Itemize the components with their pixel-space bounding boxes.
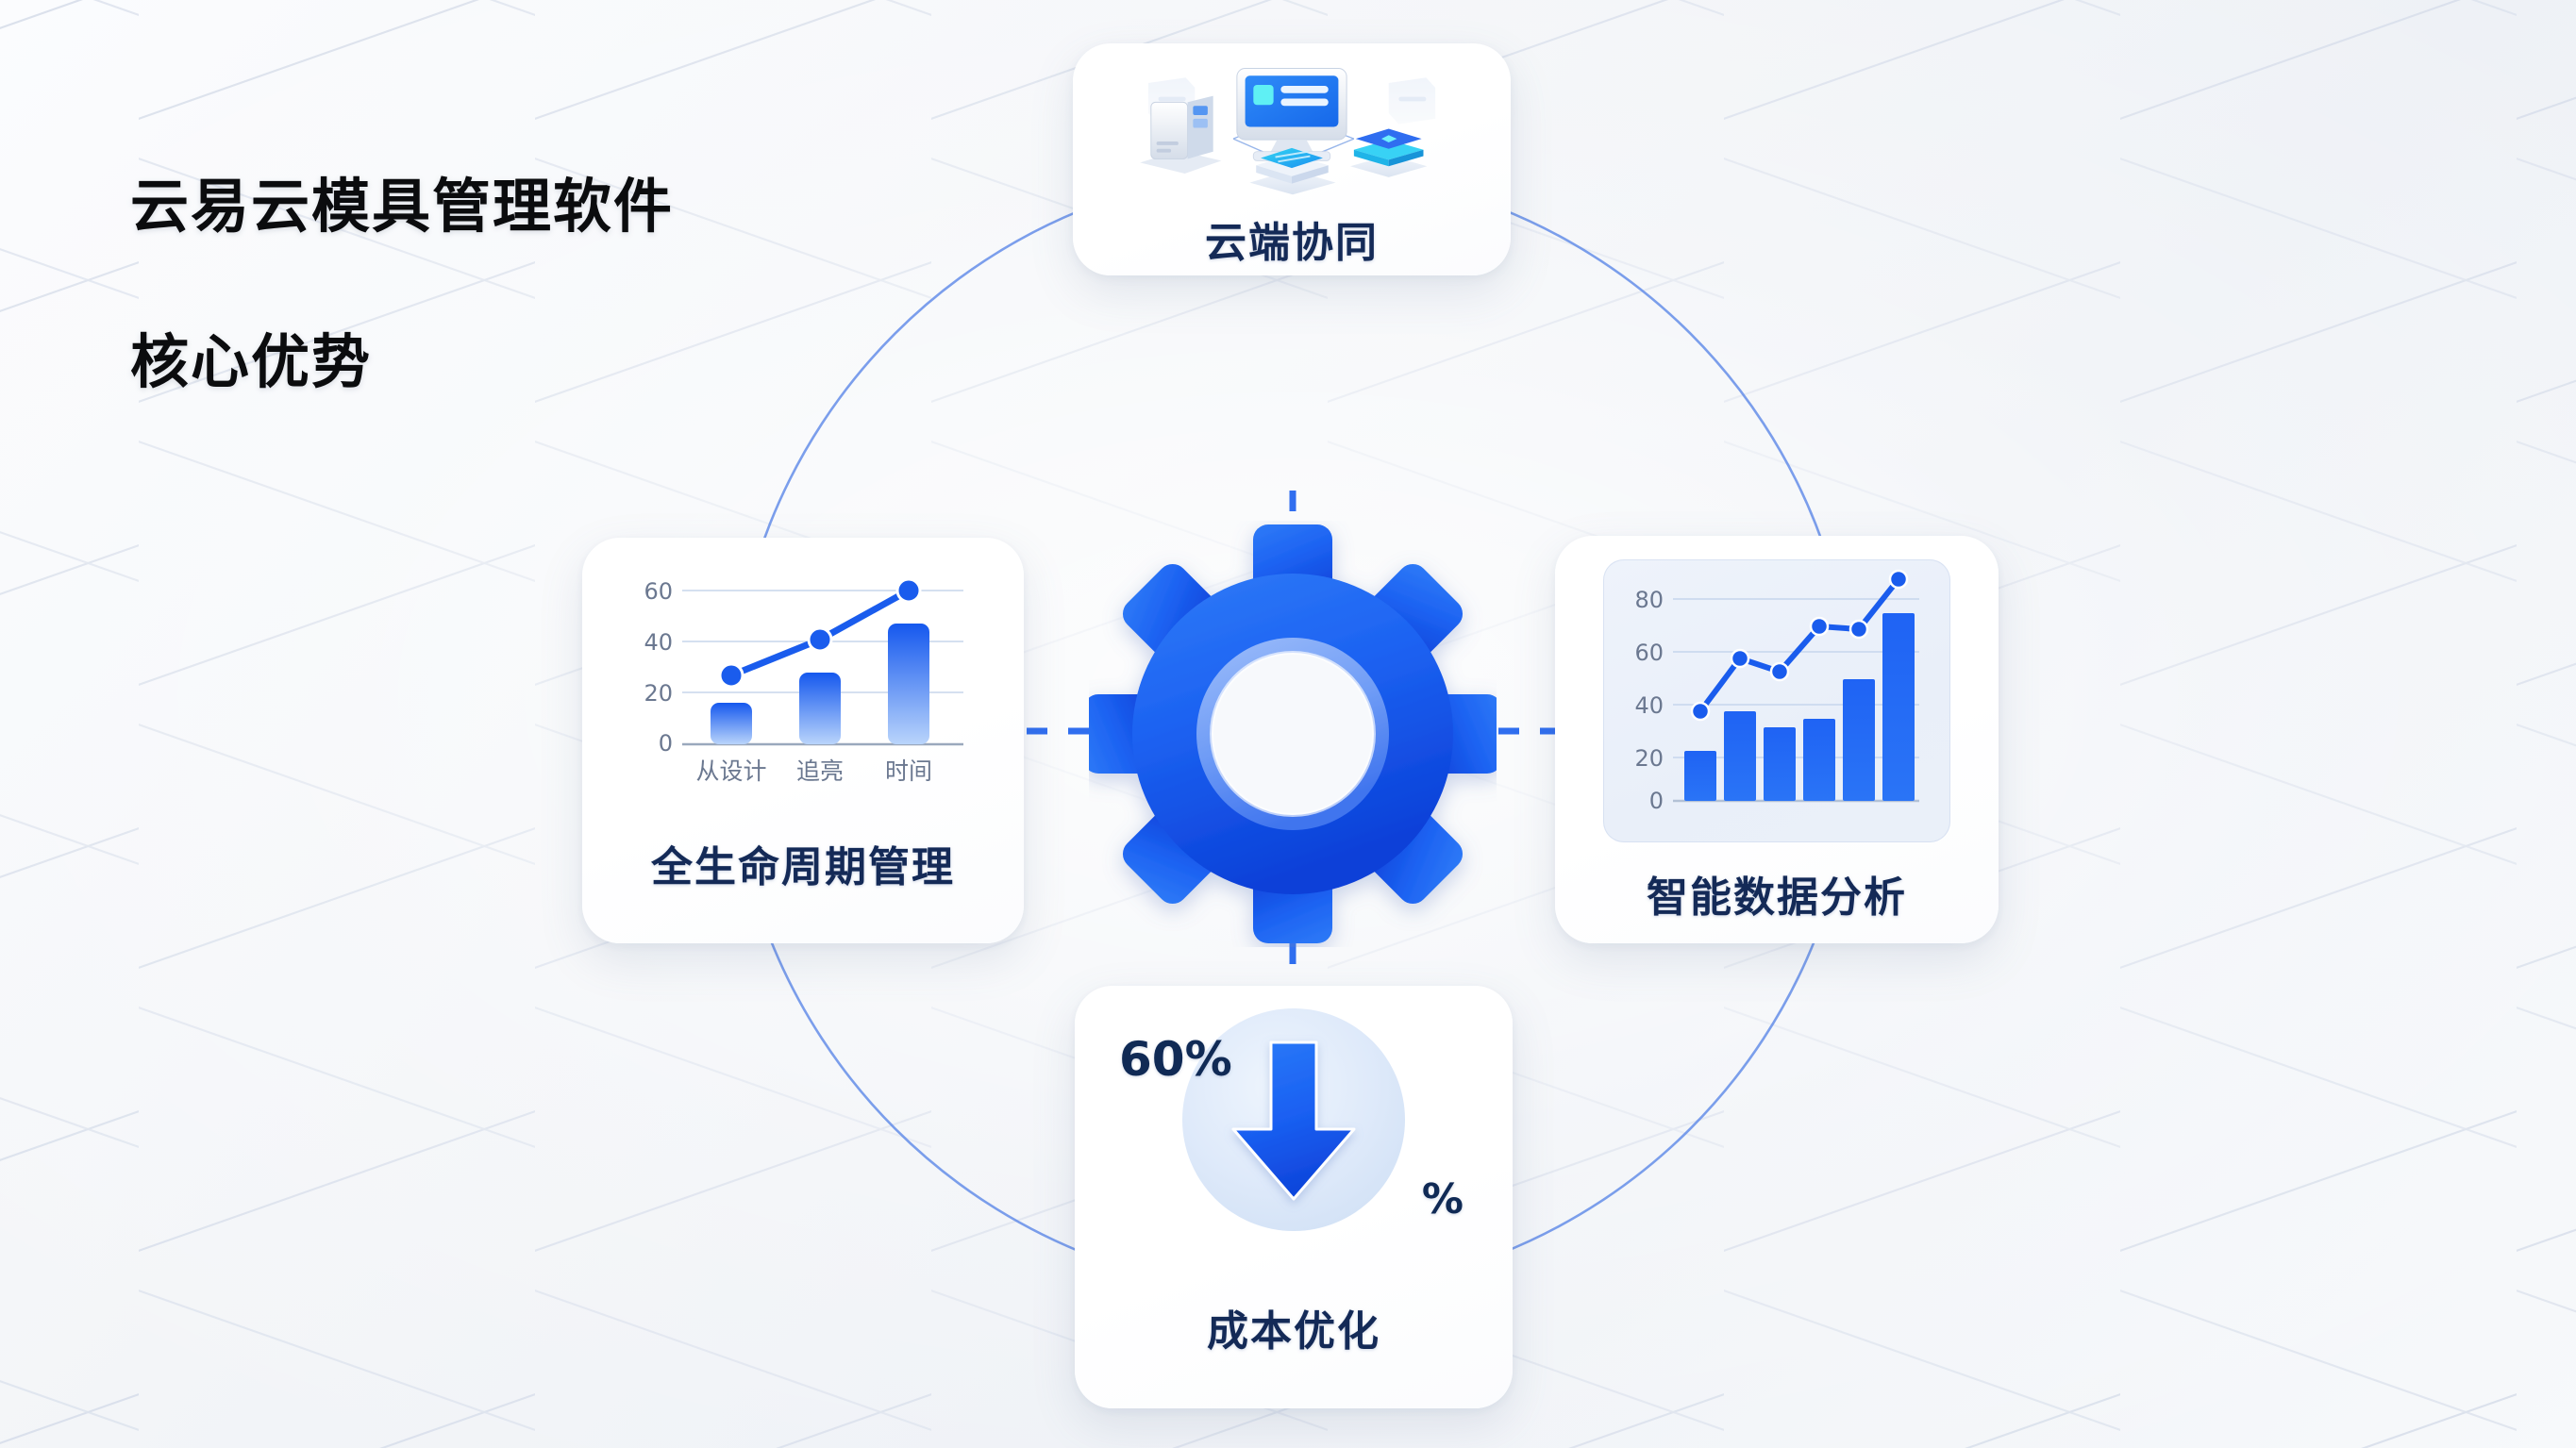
lifecycle-bar-line-chart: 60 40 20 0 从设计 追亮 时间 — [644, 577, 963, 785]
svg-text:40: 40 — [644, 629, 673, 656]
cloud-network-illustration — [1140, 68, 1436, 195]
svg-text:0: 0 — [1649, 788, 1664, 814]
analytics-bar-line-chart: 80 60 40 20 0 — [1603, 559, 1950, 842]
card-label-analytics: 智能数据分析 — [1647, 874, 1907, 922]
card-lifecycle-management[interactable]: 60 40 20 0 从设计 追亮 时间 — [582, 538, 1024, 943]
card-cost-optimization[interactable]: 60% % — [1075, 986, 1513, 1408]
gear-icon — [1089, 524, 1497, 943]
page-title-line-1: 云易云模具管理软件 — [130, 172, 675, 241]
svg-text:20: 20 — [1634, 745, 1664, 772]
svg-text:从设计: 从设计 — [695, 757, 766, 785]
card-label-cost: 成本优化 — [1207, 1307, 1380, 1356]
cost-arrow-art: 60% % — [1075, 990, 1513, 1291]
svg-text:60: 60 — [1634, 640, 1664, 666]
page-title: 云易云模具管理软件 核心优势 — [130, 91, 674, 479]
svg-text:80: 80 — [1634, 587, 1664, 613]
card-cloud-collaboration[interactable]: 云端协同 — [1073, 43, 1511, 275]
page-title-line-2: 核心优势 — [130, 327, 373, 397]
card-data-analytics[interactable]: 80 60 40 20 0 — [1555, 536, 1999, 943]
svg-text:40: 40 — [1634, 692, 1664, 719]
svg-text:60: 60 — [644, 578, 673, 605]
card-label-cloud: 云端协同 — [1205, 219, 1379, 267]
svg-text:20: 20 — [644, 680, 673, 707]
card-label-lifecycle: 全生命周期管理 — [651, 843, 955, 891]
percent-label-bottom: % — [1421, 1175, 1464, 1223]
down-arrow-circle-icon — [1182, 1008, 1405, 1231]
percent-label-top: 60% — [1119, 1032, 1232, 1087]
svg-text:0: 0 — [659, 730, 673, 757]
svg-text:时间: 时间 — [885, 757, 932, 785]
svg-text:追亮: 追亮 — [796, 757, 844, 785]
